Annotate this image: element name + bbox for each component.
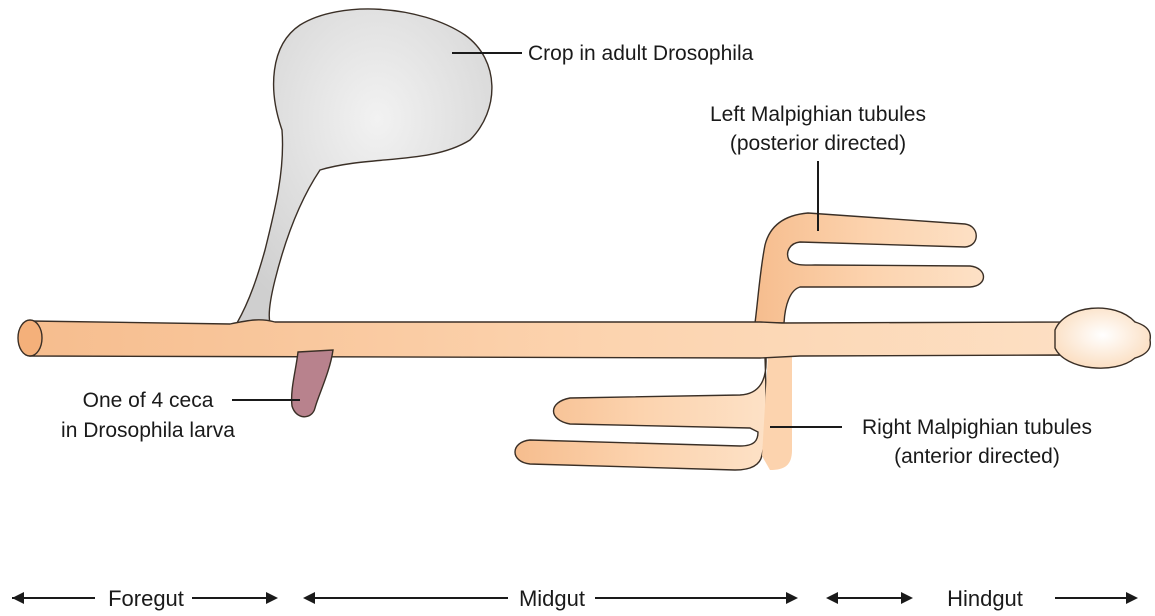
right-malpighian-tubules-stem <box>762 355 792 470</box>
right-tubules-label-line1: Right Malpighian tubules <box>862 416 1092 439</box>
midgut-left-arrowhead <box>303 592 315 604</box>
left-tubules-label-line2: (posterior directed) <box>730 132 906 155</box>
foregut-region: Foregut <box>12 586 278 611</box>
crop-label: Crop in adult Drosophila <box>528 42 754 65</box>
hindgut-region: Hindgut <box>826 586 1138 611</box>
midgut-label: Midgut <box>519 586 585 611</box>
ceca-label-line1: One of 4 ceca <box>83 389 214 412</box>
hindgut-mid-arrowhead <box>901 592 913 604</box>
foregut-right-arrowhead <box>266 592 278 604</box>
midgut-right-arrowhead <box>786 592 798 604</box>
foregut-left-arrowhead <box>12 592 24 604</box>
left-malpighian-tubules <box>755 213 984 323</box>
foregut-opening <box>18 320 42 356</box>
cecum <box>292 350 333 417</box>
ceca-label-line2: in Drosophila larva <box>61 419 235 442</box>
crop-sac <box>237 9 492 323</box>
hindgut-label: Hindgut <box>947 586 1023 611</box>
hindgut-left-arrowhead <box>826 592 838 604</box>
foregut-label: Foregut <box>108 586 184 611</box>
left-tubules-label-line1: Left Malpighian tubules <box>710 103 926 126</box>
hindgut-right-arrowhead <box>1126 592 1138 604</box>
rectal-bulb <box>1055 308 1150 368</box>
midgut-region: Midgut <box>303 586 798 611</box>
gut-tube <box>30 312 1146 366</box>
right-tubules-label-line2: (anterior directed) <box>894 445 1060 468</box>
right-malpighian-tubules <box>515 357 766 470</box>
